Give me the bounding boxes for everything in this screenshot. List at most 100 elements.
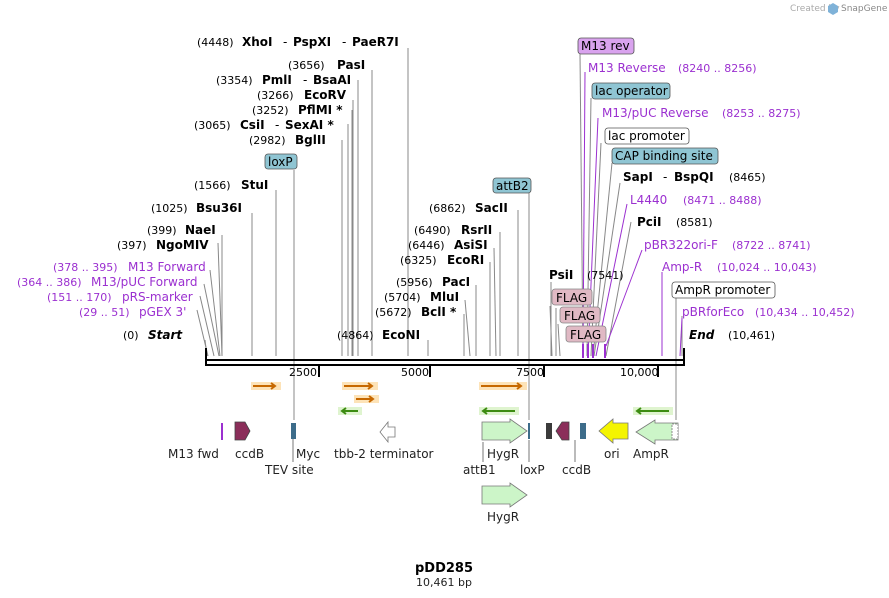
svg-text:(1025): (1025) [151, 202, 188, 215]
primer-l4440: L4440 (8471 .. 8488) [630, 193, 762, 207]
site-pasi: (3656) PasI [288, 58, 365, 72]
feature-loxp [528, 423, 530, 439]
svg-text:SapI: SapI [623, 170, 653, 184]
svg-text:PacI: PacI [442, 275, 470, 289]
lac-promoter-box: lac promoter [604, 127, 690, 145]
flag-box-3: FLAG [565, 325, 607, 343]
site-econi: (4864) EcoNI [337, 328, 420, 342]
primer-pbr322ori-f: pBR322ori-F (8722 .. 8741) [644, 238, 811, 252]
svg-text:(4448): (4448) [197, 36, 234, 49]
site-ngomiv: (397) NgoMIV [117, 238, 209, 252]
site-end: End (10,461) [689, 328, 775, 342]
attb2-label-box: attB2 [492, 177, 532, 194]
feature-hygr-2 [481, 482, 528, 508]
svg-text:EcoRI: EcoRI [447, 253, 484, 267]
svg-text:(8471 .. 8488): (8471 .. 8488) [683, 194, 762, 207]
svg-text:(29 .. 51): (29 .. 51) [79, 306, 130, 319]
svg-text:M13/pUC Reverse: M13/pUC Reverse [602, 106, 709, 120]
brand-text: SnapGene [841, 4, 888, 14]
svg-text:FLAG: FLAG [570, 328, 601, 342]
svg-text:(364 .. 386): (364 .. 386) [17, 276, 82, 289]
svg-text:M13/pUC Forward: M13/pUC Forward [91, 275, 198, 289]
feature-dark-block [546, 423, 552, 439]
svg-text:BglII: BglII [295, 133, 326, 147]
backbone [205, 348, 685, 366]
svg-text:(8253 .. 8275): (8253 .. 8275) [722, 107, 801, 120]
svg-text:attB2: attB2 [496, 179, 529, 193]
svg-text:-: - [275, 118, 279, 132]
svg-text:pRS-marker: pRS-marker [122, 290, 193, 304]
plasmid-title: pDD285 [415, 561, 473, 576]
svg-text:StuI: StuI [241, 178, 268, 192]
feature-label-connectors [292, 439, 576, 462]
svg-text:BsaAI: BsaAI [313, 73, 351, 87]
backbone-primer-marks [582, 344, 606, 358]
green-arrow-1 [338, 407, 362, 415]
orange-arrow-1 [251, 382, 281, 390]
svg-text:(10,024 .. 10,043): (10,024 .. 10,043) [717, 261, 817, 274]
svg-text:(10,434 .. 10,452): (10,434 .. 10,452) [755, 306, 855, 319]
svg-text:-: - [283, 35, 287, 49]
svg-text:PflMI *: PflMI * [298, 103, 343, 117]
feature-label-attb1: attB1 [463, 463, 496, 477]
svg-text:M13 rev: M13 rev [581, 39, 630, 53]
green-arrow-2 [479, 407, 519, 415]
svg-text:(6862): (6862) [429, 202, 466, 215]
svg-text:M13 Reverse: M13 Reverse [588, 61, 666, 75]
lac-operator-box: lac operator [591, 82, 671, 100]
svg-text:(3354): (3354) [216, 74, 253, 87]
site-sapi: SapI - BspQI (8465) [623, 170, 766, 184]
svg-text:(6490): (6490) [414, 224, 451, 237]
svg-text:NaeI: NaeI [185, 223, 216, 237]
site-bsu36i: (1025) Bsu36I [151, 201, 242, 215]
feature-myc [291, 423, 296, 439]
svg-text:RsrII: RsrII [461, 223, 492, 237]
svg-text:(8465): (8465) [729, 171, 766, 184]
svg-text:(3065): (3065) [194, 119, 231, 132]
site-ecorv: (3266) EcoRV [257, 88, 347, 102]
svg-text:(8240 .. 8256): (8240 .. 8256) [678, 62, 757, 75]
svg-text:SexAI *: SexAI * [285, 118, 334, 132]
feature-label-ampr: AmpR [633, 447, 669, 461]
feature-label-ori: ori [604, 447, 620, 461]
site-paci: (5956) PacI [396, 275, 470, 289]
feature-blue-block [580, 423, 586, 439]
svg-text:lac operator: lac operator [595, 84, 668, 98]
svg-text:pBRforEco: pBRforEco [682, 305, 744, 319]
feature-label-hygr-2: HygR [487, 510, 519, 524]
svg-text:NgoMIV: NgoMIV [156, 238, 209, 252]
svg-text:(3266): (3266) [257, 89, 294, 102]
feature-hygr-1 [481, 418, 528, 444]
m13rev-label-box: M13 rev [577, 37, 635, 55]
primer-m13-reverse: M13 Reverse (8240 .. 8256) [588, 61, 757, 75]
svg-text:pGEX 3': pGEX 3' [139, 305, 186, 319]
tick-2500: 2500 [289, 366, 317, 379]
site-mlui: (5704) MluI [384, 290, 459, 304]
svg-text:loxP: loxP [268, 155, 293, 169]
site-stui: (1566) StuI [194, 178, 268, 192]
svg-text:EcoRV: EcoRV [304, 88, 347, 102]
primer-prs-marker: (151 .. 170) pRS-marker [47, 290, 193, 304]
feature-ccdb-2 [555, 421, 570, 441]
site-pflmi: (3252) PflMI * [252, 103, 343, 117]
primer-m13puc-forward: (364 .. 386) M13/pUC Forward [17, 275, 198, 289]
svg-text:(7541): (7541) [587, 269, 624, 282]
svg-text:M13 Forward: M13 Forward [128, 260, 206, 274]
ampr-promoter-box: AmpR promoter [671, 281, 776, 299]
feature-label-m13-fwd: M13 fwd [168, 447, 219, 461]
site-sacii: (6862) SacII [429, 201, 508, 215]
svg-text:AmpR promoter: AmpR promoter [675, 283, 770, 297]
svg-text:XhoI: XhoI [242, 35, 273, 49]
credit-text: Created by [790, 4, 840, 14]
site-naei: (399) NaeI [147, 223, 216, 237]
feature-label-ccdb-2: ccdB [562, 463, 591, 477]
svg-text:PaeR7I: PaeR7I [352, 35, 399, 49]
orange-arrow-4 [479, 382, 527, 390]
svg-text:L4440: L4440 [630, 193, 667, 207]
loxp-label-box: loxP [264, 153, 298, 170]
site-asisi: (6446) AsiSI [408, 238, 488, 252]
feature-ori [598, 418, 629, 444]
svg-text:Bsu36I: Bsu36I [196, 201, 242, 215]
svg-text:(4864): (4864) [337, 329, 374, 342]
feature-m13-fwd [221, 423, 223, 440]
